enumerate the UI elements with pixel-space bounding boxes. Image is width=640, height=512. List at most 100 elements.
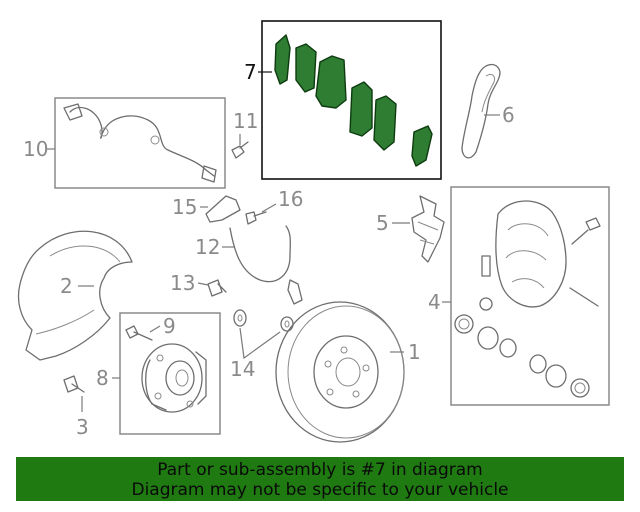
hub-bolt	[125, 325, 153, 341]
brake-pad-inner	[349, 81, 373, 137]
caliper-bolt	[571, 217, 601, 245]
callout-9: 9	[163, 314, 176, 338]
speed-sensor-frame	[54, 97, 226, 189]
caliper-piston-1	[477, 326, 499, 350]
speed-sensor-connector	[63, 103, 83, 121]
callout-3: 3	[76, 415, 89, 439]
hub-flange	[141, 343, 203, 413]
caliper-boot-2	[529, 354, 547, 374]
shield-bolt	[63, 375, 85, 393]
bleeder-bolt-group[interactable]: 13	[170, 271, 227, 297]
callout-8: 8	[96, 366, 109, 390]
sensor-bolt	[231, 141, 249, 159]
bracket-bolt-group[interactable]: 16	[245, 187, 303, 225]
caliper-cover-group[interactable]: 6	[461, 63, 515, 159]
speed-sensor-wire	[69, 106, 215, 177]
hub-stud-2	[154, 392, 162, 400]
brake-hose-group[interactable]: 12	[195, 225, 303, 305]
callout-15: 15	[172, 195, 197, 219]
washer-2-hole	[284, 320, 290, 328]
brake-hose-end	[287, 279, 303, 305]
rotor-vent-edge	[287, 305, 405, 439]
dust-shield-group[interactable]: 2	[17, 230, 133, 361]
pad-shim-right-inner	[373, 95, 397, 151]
rotor-lug-2	[362, 364, 370, 372]
bleeder-bolt	[207, 279, 227, 297]
brake-hose	[229, 225, 291, 283]
shield-bolt-group[interactable]: 3	[63, 375, 89, 439]
hub-assembly-group[interactable]: 9 8	[96, 312, 221, 435]
callout-12: 12	[195, 235, 220, 259]
caliper-body-detail	[505, 223, 549, 289]
rotor-bore	[335, 357, 361, 387]
brake-pad-kit-group[interactable]: 7	[244, 20, 442, 180]
washer-1-hole	[237, 314, 243, 322]
caliper-bleeder	[481, 255, 491, 277]
seal-ring-1-inner	[458, 318, 470, 330]
pad-clip	[411, 195, 445, 263]
hub-assembly-frame	[119, 312, 221, 435]
hose-bracket-group[interactable]: 15	[172, 195, 241, 223]
caliper-assembly-group[interactable]: 4	[428, 186, 610, 406]
speed-sensor-clip-2	[150, 135, 160, 145]
brake-rotor-group[interactable]: 1	[275, 301, 421, 443]
callout-2: 2	[60, 274, 73, 298]
hub-stud-3	[186, 400, 194, 408]
caliper-washer	[479, 297, 493, 311]
pad-shim-left-inner	[295, 43, 317, 93]
rotor-lug-5	[324, 360, 332, 368]
hub-stud-1	[156, 354, 164, 362]
callout-4: 4	[428, 290, 441, 314]
callout-14: 14	[230, 357, 255, 381]
brake-pad-outer	[315, 55, 347, 109]
rotor-lug-1	[340, 346, 348, 354]
caliper-body	[495, 200, 567, 308]
info-banner: Part or sub-assembly is #7 in diagram Di…	[16, 457, 624, 501]
brake-pad-kit-frame	[261, 20, 442, 180]
caliper-cover	[461, 63, 501, 159]
rotor-lug-4	[326, 388, 334, 396]
pad-shim-right-outer	[411, 125, 433, 167]
washers-group[interactable]: 14	[230, 309, 294, 381]
seal-ring-1	[454, 314, 474, 334]
caliper-assembly-frame	[450, 186, 610, 406]
washer-1	[233, 309, 247, 327]
dust-shield-rib	[35, 245, 121, 335]
pad-shim-left-outer	[274, 34, 291, 85]
speed-sensor-head	[201, 165, 217, 183]
callout-7: 7	[244, 60, 257, 84]
banner-line-2: Diagram may not be specific to your vehi…	[131, 480, 509, 500]
speed-sensor-clip-1	[99, 127, 109, 137]
callout-16: 16	[278, 187, 303, 211]
callout-1: 1	[408, 340, 421, 364]
pad-clip-group[interactable]: 5	[376, 195, 445, 263]
washer-2	[280, 316, 294, 332]
callout-16-leader	[261, 203, 277, 213]
pad-clip-detail	[417, 221, 439, 245]
hose-bracket	[205, 195, 241, 223]
rotor-lug-3	[352, 390, 360, 398]
dust-shield	[17, 230, 133, 361]
caliper-piston-2	[545, 364, 567, 388]
caliper-boot-1	[499, 338, 517, 358]
seal-ring-2	[570, 378, 590, 398]
caliper-cover-inner	[481, 73, 495, 113]
caliper-pin	[569, 287, 599, 307]
callout-9-leader	[149, 325, 161, 333]
sensor-bolt-group[interactable]: 11	[231, 109, 258, 159]
callout-13: 13	[170, 271, 195, 295]
callout-11: 11	[233, 109, 258, 133]
hub-body	[145, 351, 207, 411]
callout-14-leader	[239, 327, 281, 360]
hub-bore	[175, 369, 189, 387]
hub-center	[165, 360, 195, 396]
callout-10: 10	[23, 137, 48, 161]
rotor-hat	[313, 335, 379, 409]
bracket-bolt	[245, 211, 267, 225]
banner-line-1: Part or sub-assembly is #7 in diagram	[157, 460, 483, 480]
callout-6: 6	[502, 103, 515, 127]
speed-sensor-group[interactable]: 10	[23, 97, 226, 189]
callout-13-leader	[197, 282, 209, 286]
callout-5: 5	[376, 211, 389, 235]
